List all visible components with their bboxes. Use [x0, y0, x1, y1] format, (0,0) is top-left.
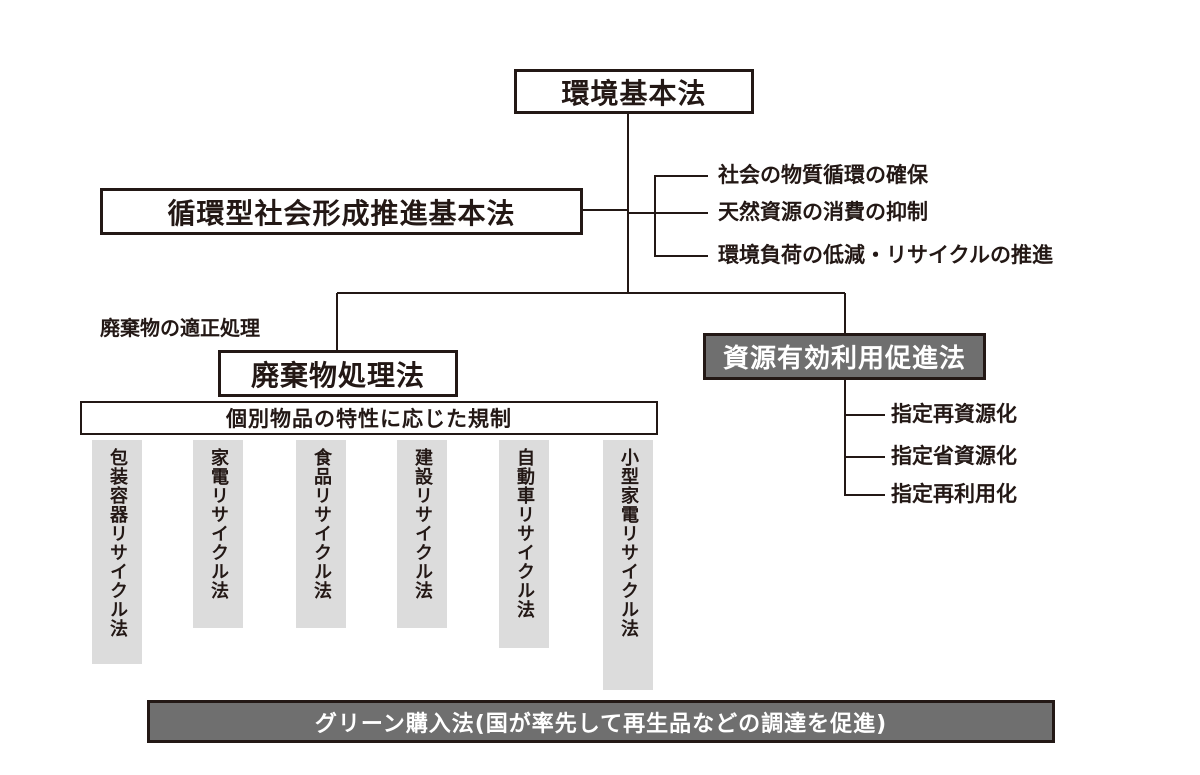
recycle-law-column: 食品リサイクル法 — [296, 440, 346, 628]
resource-bracket — [844, 414, 885, 496]
recycle-law-label: 自動車リサイクル法 — [514, 448, 535, 619]
regulation-banner: 個別物品の特性に応じた規制 — [80, 401, 658, 435]
recycle-law-label: 食品リサイクル法 — [311, 448, 332, 600]
recycle-law-column: 小型家電リサイクル法 — [603, 440, 653, 690]
junkan-kihon-ho-label: 循環型社会形成推進基本法 — [167, 196, 516, 230]
resource-item: 指定再資源化 — [891, 402, 1017, 426]
resource-item: 指定再利用化 — [891, 482, 1017, 506]
haikibutsu-shori-ho-label: 廃棄物処理法 — [250, 358, 425, 392]
green-konyu-ho-banner: グリーン購入法(国が率先して再生品などの調達を促進) — [147, 700, 1055, 743]
recycle-law-label: 家電リサイクル法 — [208, 448, 229, 600]
recycle-law-column: 家電リサイクル法 — [193, 440, 243, 628]
regulation-banner-label: 個別物品の特性に応じた規制 — [226, 407, 512, 431]
shigen-yuko-riyo-ho-box: 資源有効利用促進法 — [703, 333, 986, 380]
shigen-yuko-riyo-ho-label: 資源有効利用促進法 — [722, 344, 966, 374]
recycle-law-column: 建設リサイクル法 — [397, 440, 447, 628]
principle-item: 社会の物質循環の確保 — [718, 163, 928, 187]
recycle-law-column: 包装容器リサイクル法 — [92, 440, 142, 664]
recycle-law-label: 包装容器リサイクル法 — [107, 448, 128, 638]
principle-item: 天然資源の消費の抑制 — [718, 200, 928, 224]
waste-purpose-label: 廃棄物の適正処理 — [100, 316, 260, 340]
recycle-law-column: 自動車リサイクル法 — [499, 440, 549, 648]
kankyo-kihon-ho-box: 環境基本法 — [514, 69, 754, 114]
kankyo-kihon-ho-label: 環境基本法 — [561, 76, 707, 110]
resource-item: 指定省資源化 — [891, 444, 1017, 468]
principles-bracket — [654, 175, 708, 257]
haikibutsu-shori-ho-box: 廃棄物処理法 — [218, 350, 458, 397]
recycle-law-label: 建設リサイクル法 — [412, 448, 433, 600]
principle-item: 環境負荷の低減・リサイクルの推進 — [718, 243, 1053, 267]
green-konyu-ho-label: グリーン購入法(国が率先して再生品などの調達を促進) — [314, 711, 888, 737]
junkan-kihon-ho-box: 循環型社会形成推進基本法 — [100, 188, 583, 235]
recycle-law-label: 小型家電リサイクル法 — [618, 448, 639, 638]
